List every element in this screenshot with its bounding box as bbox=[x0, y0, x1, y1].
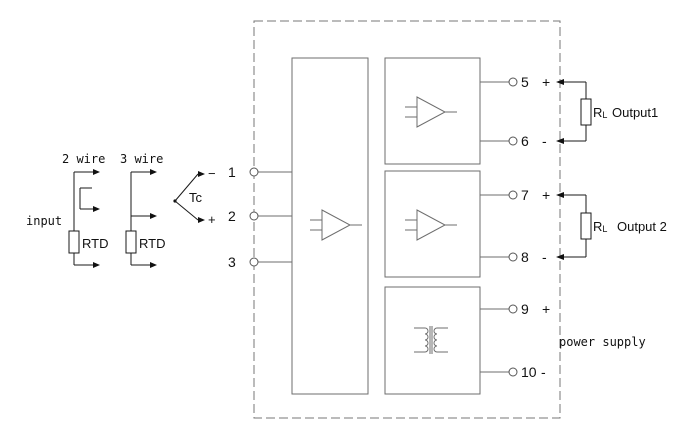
rtd-label-2wire: RTD bbox=[82, 236, 108, 251]
output2-amplifier-icon bbox=[405, 209, 457, 241]
output1-label: Output1 bbox=[612, 105, 658, 120]
load-resistor-2 bbox=[580, 212, 592, 240]
transformer-icon bbox=[414, 326, 448, 354]
two-wire-label: 2 wire bbox=[62, 152, 105, 166]
terminal-label-8: 8 bbox=[521, 249, 529, 265]
polarity-6: - bbox=[542, 133, 547, 149]
load-label-1: RL bbox=[593, 105, 607, 120]
terminal-2 bbox=[249, 211, 259, 221]
rtd-3wire: RTD bbox=[125, 169, 165, 268]
input-amplifier-icon bbox=[310, 209, 362, 241]
rtd-2wire: RTD bbox=[68, 169, 108, 268]
tc-label: Tc bbox=[189, 190, 203, 205]
terminal-label-2: 2 bbox=[228, 208, 236, 224]
terminal-6 bbox=[508, 136, 518, 146]
output1-loop: RL Output1 bbox=[556, 79, 658, 144]
input-amplifier-block bbox=[291, 57, 369, 395]
terminal-label-9: 9 bbox=[521, 301, 529, 317]
terminal-label-3: 3 bbox=[228, 254, 236, 270]
terminal-label-5: 5 bbox=[521, 74, 529, 90]
polarity-5: + bbox=[542, 74, 550, 90]
output2-loop: RL Output 2 bbox=[556, 192, 667, 260]
output1-amplifier-icon bbox=[405, 96, 457, 128]
terminal-7 bbox=[508, 190, 518, 200]
terminal-5 bbox=[508, 77, 518, 87]
three-wire-label: 3 wire bbox=[120, 152, 163, 166]
terminal-9 bbox=[508, 304, 518, 314]
rtd-label-3wire: RTD bbox=[139, 236, 165, 251]
output1-amplifier-block bbox=[384, 57, 481, 165]
polarity-10: - bbox=[541, 364, 546, 380]
input-label: input bbox=[26, 214, 62, 228]
tc-plus: + bbox=[208, 212, 216, 227]
terminal-label-1: 1 bbox=[228, 164, 236, 180]
terminal-3 bbox=[249, 257, 259, 267]
load-resistor-1 bbox=[580, 98, 592, 126]
terminal-label-7: 7 bbox=[521, 187, 529, 203]
polarity-7: + bbox=[542, 187, 550, 203]
polarity-8: - bbox=[542, 249, 547, 265]
terminal-1 bbox=[249, 167, 259, 177]
terminal-8 bbox=[508, 252, 518, 262]
tc-minus: − bbox=[208, 166, 216, 181]
terminal-label-10: 10 bbox=[521, 364, 537, 380]
output2-amplifier-block bbox=[384, 170, 481, 278]
terminal-10 bbox=[508, 367, 518, 377]
power-supply-label: power supply bbox=[559, 335, 646, 349]
rtd-resistor-2wire bbox=[68, 230, 80, 254]
load-label-2: RL bbox=[593, 219, 607, 234]
output2-label: Output 2 bbox=[617, 219, 667, 234]
polarity-9: + bbox=[542, 301, 550, 317]
terminal-label-6: 6 bbox=[521, 133, 529, 149]
thermocouple: Tc − + bbox=[173, 166, 216, 227]
rtd-resistor-3wire bbox=[125, 230, 137, 254]
